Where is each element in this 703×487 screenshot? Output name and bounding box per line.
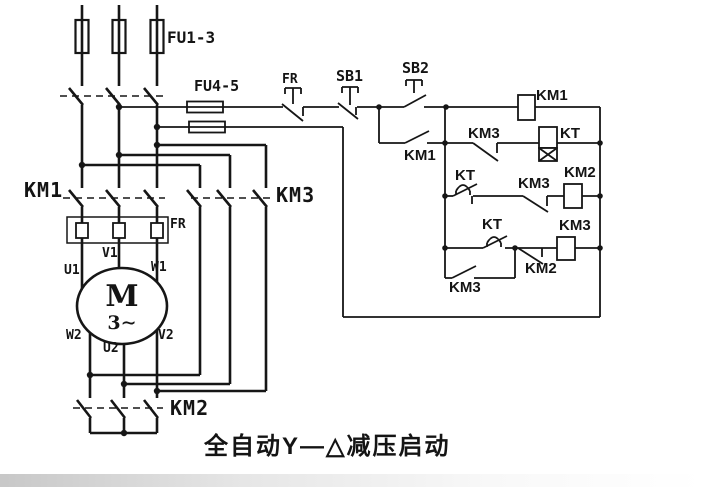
thermal-relay-fr [66,216,169,244]
delta-links [90,373,266,393]
label-fr-contact: FR [282,72,298,87]
control-wiring [119,79,601,318]
km3-coil [556,236,576,261]
label-terminal-v2: V2 [158,328,174,343]
label-fu4-5: FU4-5 [194,77,240,95]
sb1-stop-button [337,86,359,120]
mechanical-links [60,95,273,409]
label-terminal-w2: W2 [66,328,82,343]
label-km2-coil: KM2 [564,164,596,181]
bottom-scan-gradient [0,474,703,487]
label-terminal-u1: U1 [64,263,80,278]
km3-nc-contact-row3 [522,195,549,213]
motor-letter: M [105,279,139,314]
label-sb1: SB1 [336,67,364,85]
label-fu1-3: FU1-3 [167,28,216,47]
kt-delay-contact-row4 [482,235,508,249]
junction-dots [78,103,603,437]
km2-nc-contact-row4 [517,247,544,265]
label-km1-coil: KM1 [536,87,568,104]
label-km2-nc-row4: KM2 [525,260,557,277]
km2-coil [563,183,583,209]
label-kt-row3: KT [455,167,475,184]
label-fr-main: FR [170,217,186,232]
km3-seal-contact [445,248,516,279]
incoming-fuses [74,18,165,55]
control-fuses [186,100,226,134]
kt-coil [538,126,558,162]
power-wiring [67,5,269,435]
km3-nc-contact-row2 [472,142,499,162]
label-kt-coil: KT [560,125,580,142]
label-terminal-u2: U2 [103,341,119,356]
km3-main-contacts [82,143,269,391]
label-terminal-w1: W1 [151,260,167,275]
label-kt-row4: KT [482,216,502,233]
km1-coil [517,94,536,121]
control-right-rail [157,107,601,318]
motor-phase-mark: 3∼ [107,312,137,334]
label-km3-main: KM3 [276,183,316,207]
km2-main-contacts [75,399,160,435]
label-km3-nc-row3: KM3 [518,175,550,192]
label-terminal-v1: V1 [102,246,118,261]
label-km2-main: KM2 [170,396,210,420]
sb2-start-button [403,79,427,108]
km1-seal-contact [378,107,445,144]
label-km1-seal: KM1 [404,147,436,164]
kt-delay-contact-row3 [452,183,478,204]
label-km3-coil: KM3 [559,217,591,234]
label-km3-seal: KM3 [449,279,481,296]
motor-symbol [75,266,169,346]
label-km1-main: KM1 [24,178,64,202]
diagram-title: 全自动Y—△减压启动 [204,433,451,460]
label-sb2: SB2 [402,59,430,77]
fr-nc-contact [281,87,304,122]
coils [517,94,583,261]
label-km3-nc-row2: KM3 [468,125,500,142]
